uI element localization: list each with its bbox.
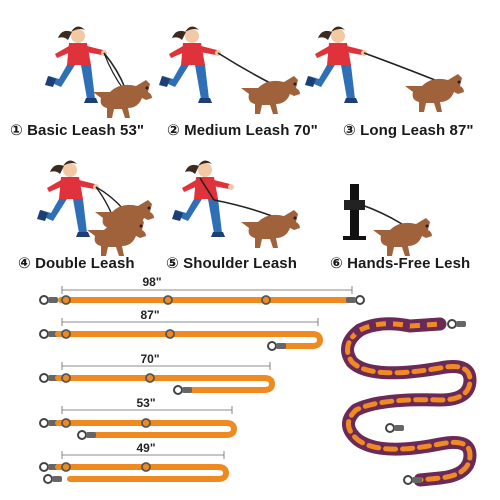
caption-long-leash: ③ Long Leash 87" bbox=[343, 121, 474, 139]
mode-number: ⑤ bbox=[166, 255, 179, 272]
leash-49 bbox=[39, 462, 230, 484]
caption-medium-leash: ② Medium Leash 70" bbox=[167, 121, 318, 139]
length-label-98: 98" bbox=[142, 275, 162, 289]
patterned-leash bbox=[341, 317, 477, 487]
mode-number: ③ bbox=[343, 122, 356, 139]
mode-label: Medium Leash 70" bbox=[184, 122, 318, 139]
caption-hands-free-leash: ⑥ Hands-Free Lesh bbox=[330, 254, 470, 272]
leash-87 bbox=[39, 329, 324, 351]
leash-70 bbox=[39, 373, 276, 395]
mode-label: Long Leash 87" bbox=[360, 122, 474, 139]
mode-label: Hands-Free Lesh bbox=[347, 255, 471, 272]
measure-lines bbox=[61, 286, 353, 459]
mode-number: ④ bbox=[18, 255, 31, 272]
length-label-70: 70" bbox=[140, 352, 160, 366]
mode-number: ② bbox=[167, 122, 180, 139]
leash-53 bbox=[39, 418, 238, 440]
mode-label: Double Leash bbox=[35, 255, 135, 272]
leash-98 bbox=[39, 295, 365, 305]
length-label-49: 49" bbox=[136, 441, 156, 455]
post-figure bbox=[343, 184, 366, 240]
mode-number: ① bbox=[10, 122, 23, 139]
mode-number: ⑥ bbox=[330, 255, 343, 272]
caption-basic-leash: ① Basic Leash 53" bbox=[10, 121, 144, 139]
caption-shoulder-leash: ⑤ Shoulder Leash bbox=[166, 254, 297, 272]
mode-label: Shoulder Leash bbox=[183, 255, 298, 272]
mode-label: Basic Leash 53" bbox=[27, 122, 145, 139]
length-label-53: 53" bbox=[136, 396, 156, 410]
caption-double-leash: ④ Double Leash bbox=[18, 254, 135, 272]
length-label-87: 87" bbox=[140, 308, 160, 322]
